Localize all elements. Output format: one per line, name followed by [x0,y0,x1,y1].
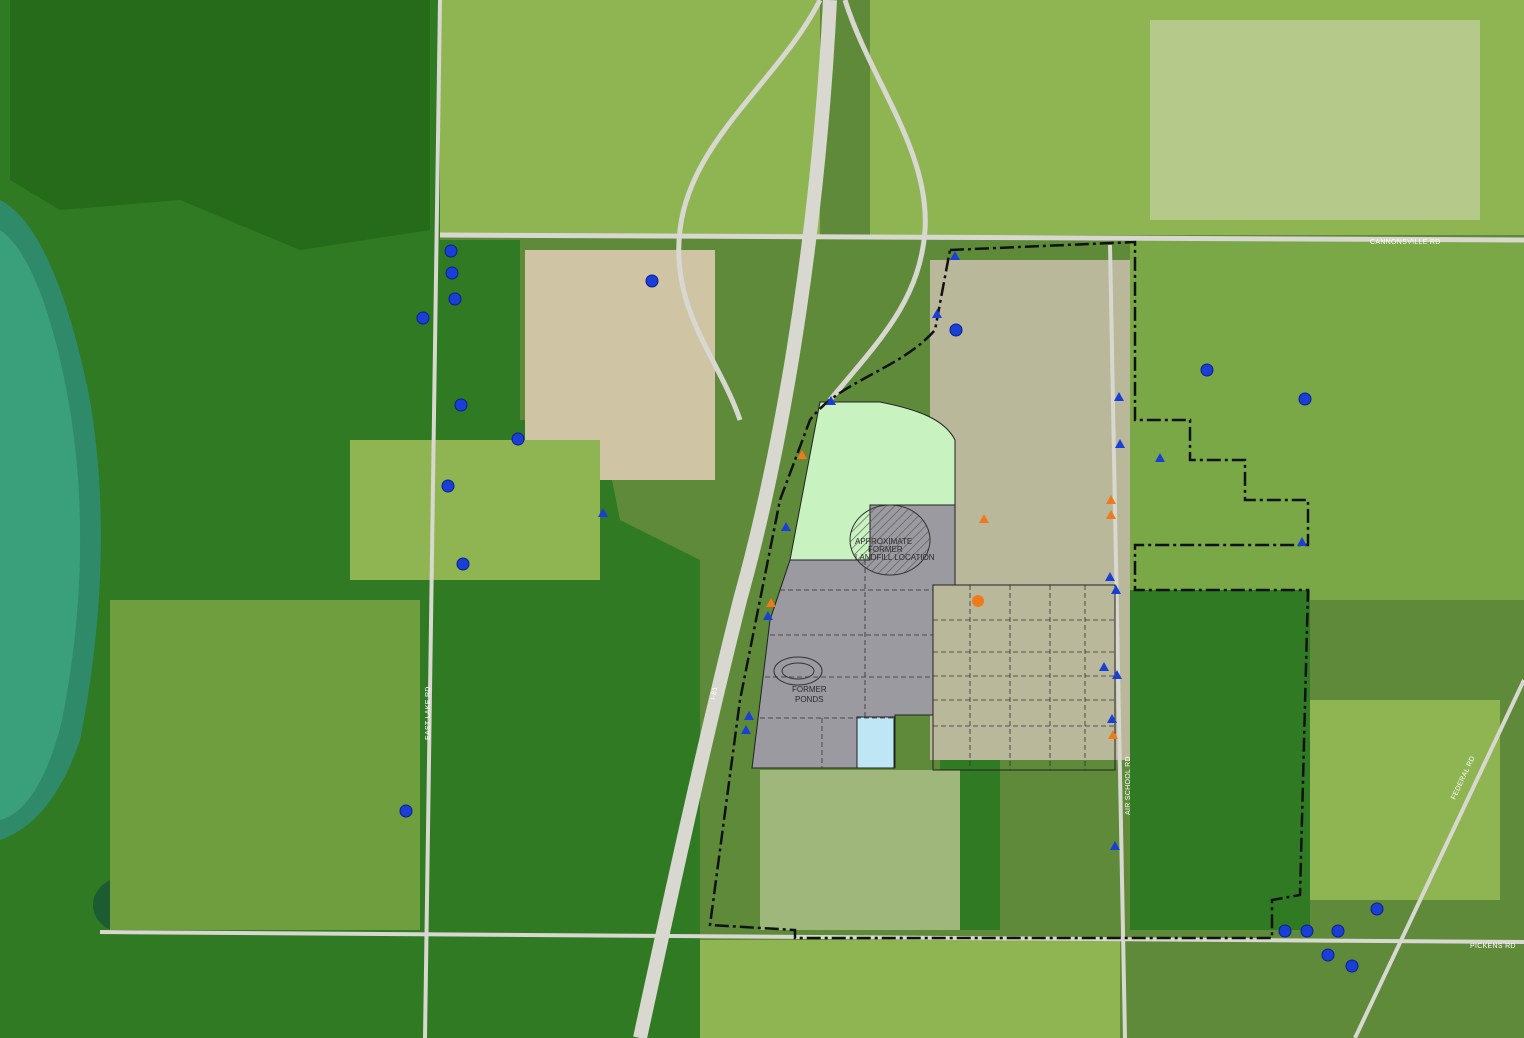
well-marker [1370,902,1384,916]
grid-lines [760,560,1115,770]
highway-ramp-w [676,0,823,421]
monitor-marker [1114,392,1124,401]
label-landfill-1: APPROXIMATE [855,537,912,546]
sample-marker [797,450,807,459]
well-marker [949,323,963,337]
well-marker [511,432,525,446]
landfill-hatch [849,504,931,576]
monitor-marker [932,309,942,318]
sample-marker [1106,495,1116,504]
road-cannonsville [439,232,1524,243]
site-bare-south [760,770,960,930]
well-marker [1200,363,1214,377]
monitor-marker [1115,439,1125,448]
roads [99,0,1524,1038]
well-marker [454,398,468,412]
sample-marker [766,598,776,607]
sample-circle-marker [972,595,984,607]
monitor-marker [1112,670,1122,679]
field-north [440,0,820,235]
monitor-marker [598,508,608,517]
well-marker [1345,959,1359,973]
field-nw-clearing [350,440,600,580]
monitor-marker [826,396,836,405]
label-east-lake: EAST LAKE RD [425,686,432,740]
sample-marker [1106,510,1116,519]
monitor-marker [1297,537,1307,546]
monitor-marker [950,251,960,260]
site-bare-ground [930,260,1130,760]
sample-marker [1108,730,1118,739]
lake-shore [0,230,81,820]
markers-blue-circles [399,244,1384,973]
label-landfill-3: LANDFILL LOCATION [855,553,935,562]
field-se [1300,700,1500,900]
monitor-marker [741,725,751,734]
label-air-school: AIR SCHOOL RD [1125,756,1132,815]
well-marker [1321,948,1335,962]
monitor-marker [744,711,754,720]
well-marker [444,244,458,258]
ponds-outline [773,656,823,686]
label-highway: I-81 [710,686,719,700]
monitor-marker [1110,841,1120,850]
well-marker [399,804,413,818]
label-ponds-2: PONDS [795,695,823,704]
site-boundary [708,240,1310,940]
well-marker [445,266,459,280]
well-marker [645,274,659,288]
label-cannonsville: CANNONSVILLE RD [1370,239,1441,246]
highway [633,0,837,1038]
well-marker [1278,924,1292,938]
monitor-marker [1155,453,1165,462]
field-golf [110,600,420,930]
label-ponds-1: FORMER [792,685,827,694]
well-marker [416,311,430,325]
monitor-marker [763,611,773,620]
field-south [700,940,1120,1038]
monitor-marker [781,522,791,531]
monitor-marker [1105,572,1115,581]
zone-blue-cell [856,716,895,769]
label-pickens: PICKENS RD [1470,943,1516,950]
well-marker [456,557,470,571]
well-marker [448,292,462,306]
label-landfill-2: FORMER [868,545,903,554]
forest-patch-nw [10,0,430,250]
well-marker [441,479,455,493]
field-ne-light [1150,20,1480,220]
markers-blue-triangles [598,251,1307,850]
forest-se [1130,590,1310,930]
field-east [1130,240,1524,600]
road-air-school [1108,244,1127,1038]
road-east-lake [423,0,442,1038]
well-marker [1300,924,1314,938]
sample-marker [979,514,989,523]
monitor-marker [1099,662,1109,671]
well-marker [1331,924,1345,938]
markers-orange [766,450,1118,739]
highway-ramp-e [828,0,928,402]
road-federal [1353,679,1524,1038]
monitor-marker [1111,585,1121,594]
monitor-marker [1107,714,1117,723]
well-marker [1298,392,1312,406]
